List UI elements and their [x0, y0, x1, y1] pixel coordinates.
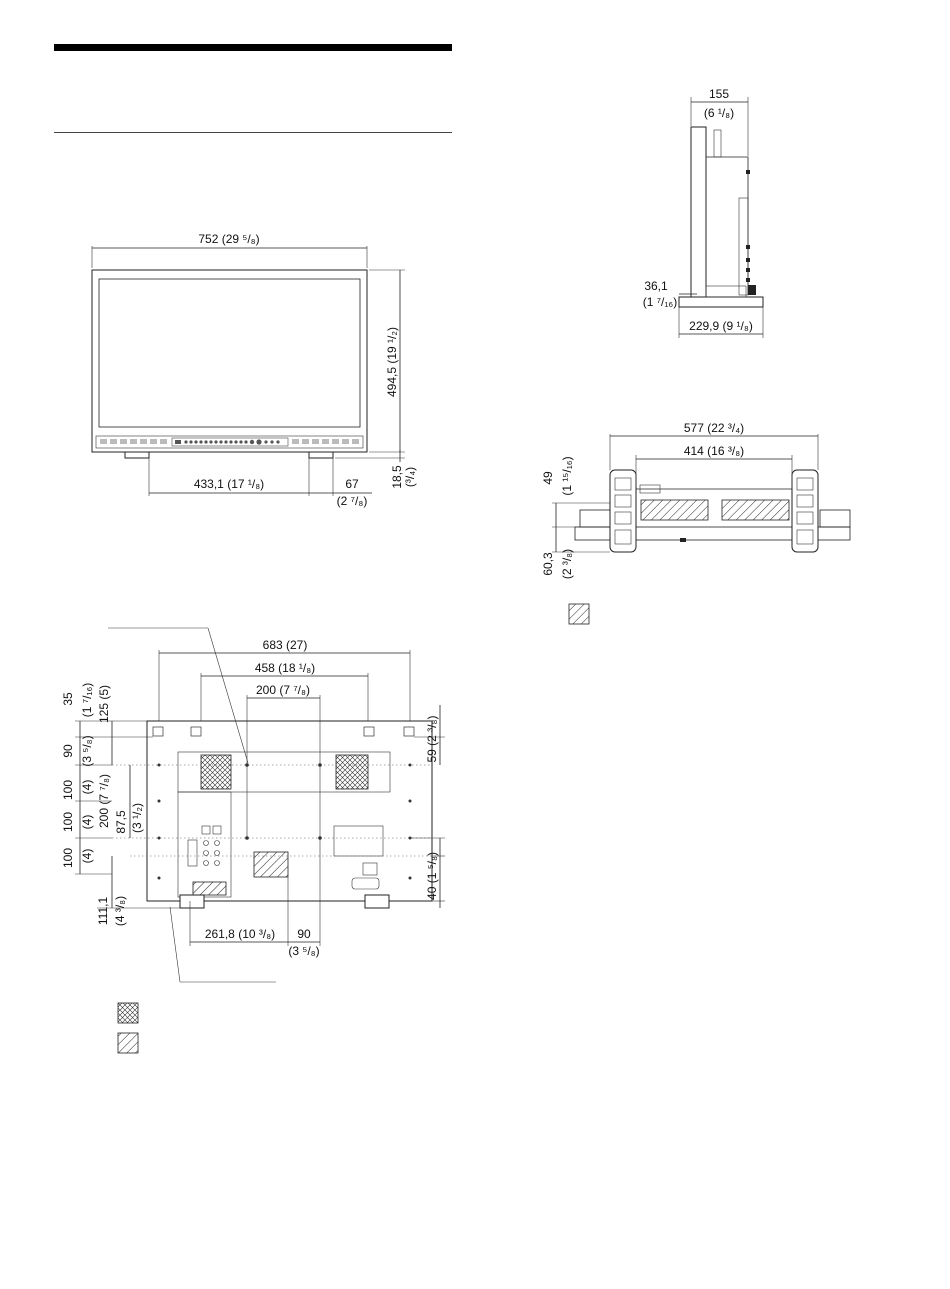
- foot-height-label: 18,5: [390, 465, 404, 489]
- rear-power-switch: [362, 862, 378, 876]
- bottom-hatch-right: [721, 499, 790, 521]
- side-depth-inch-label: (6 ¹/₈): [704, 106, 734, 120]
- section-divider: [54, 132, 452, 133]
- rear-handles: [152, 726, 415, 737]
- bottom-base: [574, 526, 851, 541]
- side-panel-back: [706, 156, 749, 295]
- rear-ac-inlet: [351, 877, 380, 890]
- rear-35-inch-label: (1 ⁷/₁₆): [80, 683, 94, 718]
- foot-height-inch-label: (³/₄): [403, 467, 417, 487]
- rear-87-inch-label: (3 ¹/₂): [130, 803, 144, 833]
- rear-100a-label: 100: [61, 780, 75, 800]
- foot-offset-label: 67: [345, 477, 359, 491]
- legend-hatch-swatch-rear: [117, 1032, 139, 1054]
- rear-40-label: 40 (1 ⁵/₈): [425, 852, 439, 900]
- side-connectors: [746, 170, 756, 295]
- side-panel-front: [690, 126, 707, 308]
- rear-100c-label: 100: [61, 848, 75, 868]
- rear-59-label: 59 (2 ³/₈): [425, 716, 439, 763]
- bottom-height-a-label: 49: [541, 471, 555, 485]
- legend-cross-swatch: [117, 1002, 139, 1024]
- stand-depth-label: 229,9 (9 ¹/₈): [689, 319, 753, 333]
- rear-100c-inch-label: (4): [80, 849, 94, 864]
- rear-111-inch-label: (4 ³/₈): [113, 896, 127, 926]
- control-panel-buttons: [100, 439, 359, 444]
- left-foot: [124, 451, 150, 459]
- side-view: 155 (6 ¹/₈) 36,1 (1 ⁷/₁₆) 229,9 (9 ¹/₈): [643, 87, 764, 338]
- rear-90-inch-label: (3 ⁵/₈): [80, 735, 94, 766]
- rear-width-683-label: 683 (27): [263, 638, 308, 652]
- rear-35-label: 35: [61, 692, 75, 706]
- rear-upper-panel: [177, 751, 391, 793]
- side-stand-neck: [705, 285, 747, 298]
- rear-width-458-label: 458 (18 ¹/₈): [255, 661, 315, 675]
- front-width-label: 752 (29 ⁵/₈): [198, 232, 259, 246]
- rear-111-label: 111,1: [96, 897, 110, 926]
- foot-offset-inch-label: (2 ⁷/₈): [337, 494, 368, 508]
- screen-area: [98, 278, 361, 428]
- rear-90-bottom-inch-label: (3 ⁵/₈): [288, 944, 319, 958]
- rear-90-label: 90: [61, 744, 75, 758]
- bottom-right-foot: [791, 469, 819, 553]
- monitor-front-outline: [91, 269, 368, 453]
- bottom-left-foot: [609, 469, 637, 553]
- bottom-view: 577 (22 ³/₄) 414 (16 ³/₈) 49 (1 ¹⁵/₁₆) 6…: [541, 421, 851, 625]
- center-controls-keys: [175, 439, 280, 445]
- rear-200-vertical-label: 200 (7 ⁷/₈): [97, 774, 111, 828]
- rear-100b-label: 100: [61, 812, 75, 832]
- bottom-hatch-left: [640, 499, 709, 521]
- control-panel-strip: [95, 435, 364, 449]
- rear-hatch-left: [192, 881, 227, 896]
- rear-261-label: 261,8 (10 ³/₈): [205, 927, 275, 941]
- bottom-left-bracket: [579, 509, 611, 528]
- front-height-label: 494,5 (19 ¹/₂): [385, 327, 399, 397]
- rear-mount-guides: [112, 764, 432, 857]
- right-foot: [308, 451, 334, 459]
- rear-cross-right: [335, 754, 369, 790]
- bottom-height-b-label: 60,3: [541, 552, 555, 576]
- rear-90-bottom-label: 90: [297, 927, 311, 941]
- rear-cross-left: [200, 754, 232, 790]
- rear-left-foot: [179, 894, 205, 909]
- side-stand-base: [678, 296, 764, 308]
- rear-125-label: 125 (5): [97, 685, 111, 723]
- foot-span-label: 433,1 (17 ¹/₈): [194, 477, 264, 491]
- rear-width-200-label: 200 (7 ⁷/₈): [256, 683, 310, 697]
- bottom-inner-width-label: 414 (16 ³/₈): [684, 444, 744, 458]
- bottom-height-b-inch-label: (2 ³/₈): [560, 549, 574, 579]
- legend-hatch-swatch: [568, 603, 590, 625]
- side-handle: [713, 129, 722, 158]
- rear-87-label: 87,5: [114, 810, 128, 834]
- rear-connectors: [187, 825, 222, 867]
- section-header-bar: [54, 44, 452, 51]
- bottom-right-bracket: [819, 509, 851, 528]
- rear-outline: [146, 720, 433, 902]
- rear-100a-inch-label: (4): [80, 780, 94, 795]
- bottom-height-a-inch-label: (1 ¹⁵/₁₆): [560, 456, 574, 495]
- rear-right-foot: [364, 894, 390, 909]
- side-depth-label: 155: [709, 87, 729, 101]
- stand-offset-label: 36,1: [644, 279, 668, 293]
- rear-view: 683 (27) 458 (18 ¹/₈) 200 (7 ⁷/₈) 35 (1 …: [61, 627, 445, 1054]
- stand-offset-inch-label: (1 ⁷/₁₆): [643, 295, 678, 309]
- front-view: 752 (29 ⁵/₈) 494,5 (19 ¹/₂) 433,1 (17 ¹/…: [91, 232, 417, 508]
- bottom-width-label: 577 (22 ³/₄): [684, 421, 744, 435]
- rear-100b-inch-label: (4): [80, 815, 94, 830]
